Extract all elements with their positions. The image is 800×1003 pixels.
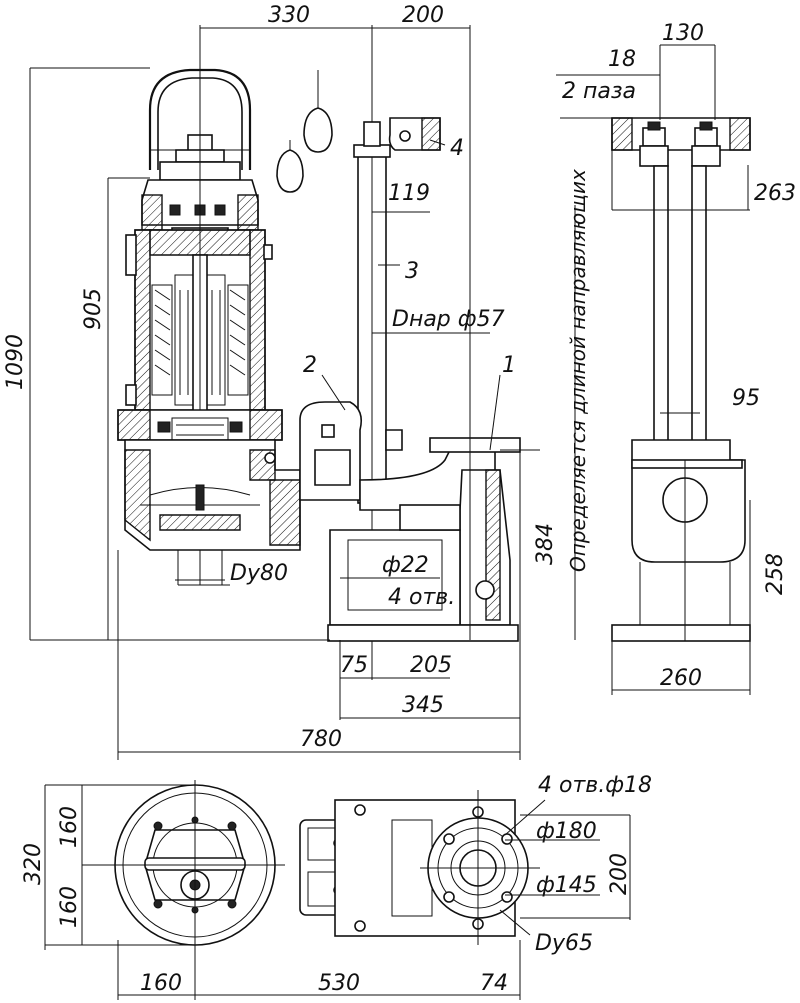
dim-74: 74 [480,971,508,996]
dim-160-top: 160 [57,806,82,848]
dim-205: 205 [410,653,452,678]
guide-rail-assembly [299,25,521,680]
dim-1090: 1090 [3,334,28,390]
dim-160-base: 160 [140,971,182,996]
item-1-label: 1 [502,353,516,378]
dy80-label: Dy80 [230,561,288,586]
dim-384: 384 [533,523,558,565]
dim-200-top: 200 [402,3,444,28]
dim-160-bottom: 160 [57,886,82,928]
dia-145: ф145 [536,873,597,898]
dia-180: ф180 [536,819,597,844]
plan-view [108,780,540,1000]
float-switches [276,70,333,193]
hole-dia-22: ф22 [382,553,429,578]
dim-530: 530 [318,971,360,996]
dim-320: 320 [21,843,46,885]
dim-905: 905 [81,288,106,330]
dim-258: 258 [763,553,788,595]
dim-780: 780 [300,727,342,752]
item-3-label: 3 [405,259,419,284]
holes-4-dia18: 4 отв.ф18 [538,773,652,798]
dim-18: 18 [608,47,636,72]
dim-119: 119 [388,181,430,206]
dim-200-right: 200 [607,853,632,895]
dim-330: 330 [268,3,310,28]
item-4-label: 4 [450,136,464,161]
guide-length-note: Определяется длиной направляющих [566,169,590,572]
dim-345: 345 [402,693,444,718]
item-2-label: 2 [303,353,317,378]
outer-diameter-label: Dнар ф57 [392,307,505,332]
dim-260: 260 [660,666,702,691]
dim-263: 263 [754,181,796,206]
dim-95: 95 [732,386,760,411]
dimension-lines [29,25,751,1000]
dim-130: 130 [662,21,704,46]
lifting-handle [148,68,252,170]
holes-4-label: 4 отв. [388,585,455,610]
dy65-label: Dy65 [535,931,593,956]
dim-75: 75 [340,653,368,678]
side-view [611,117,751,642]
pump-front-view [117,25,301,585]
dimension-labels: 330 200 130 18 2 паза 4 119 3 Dнар ф57 2… [3,3,796,996]
slots-label: 2 паза [562,79,636,104]
